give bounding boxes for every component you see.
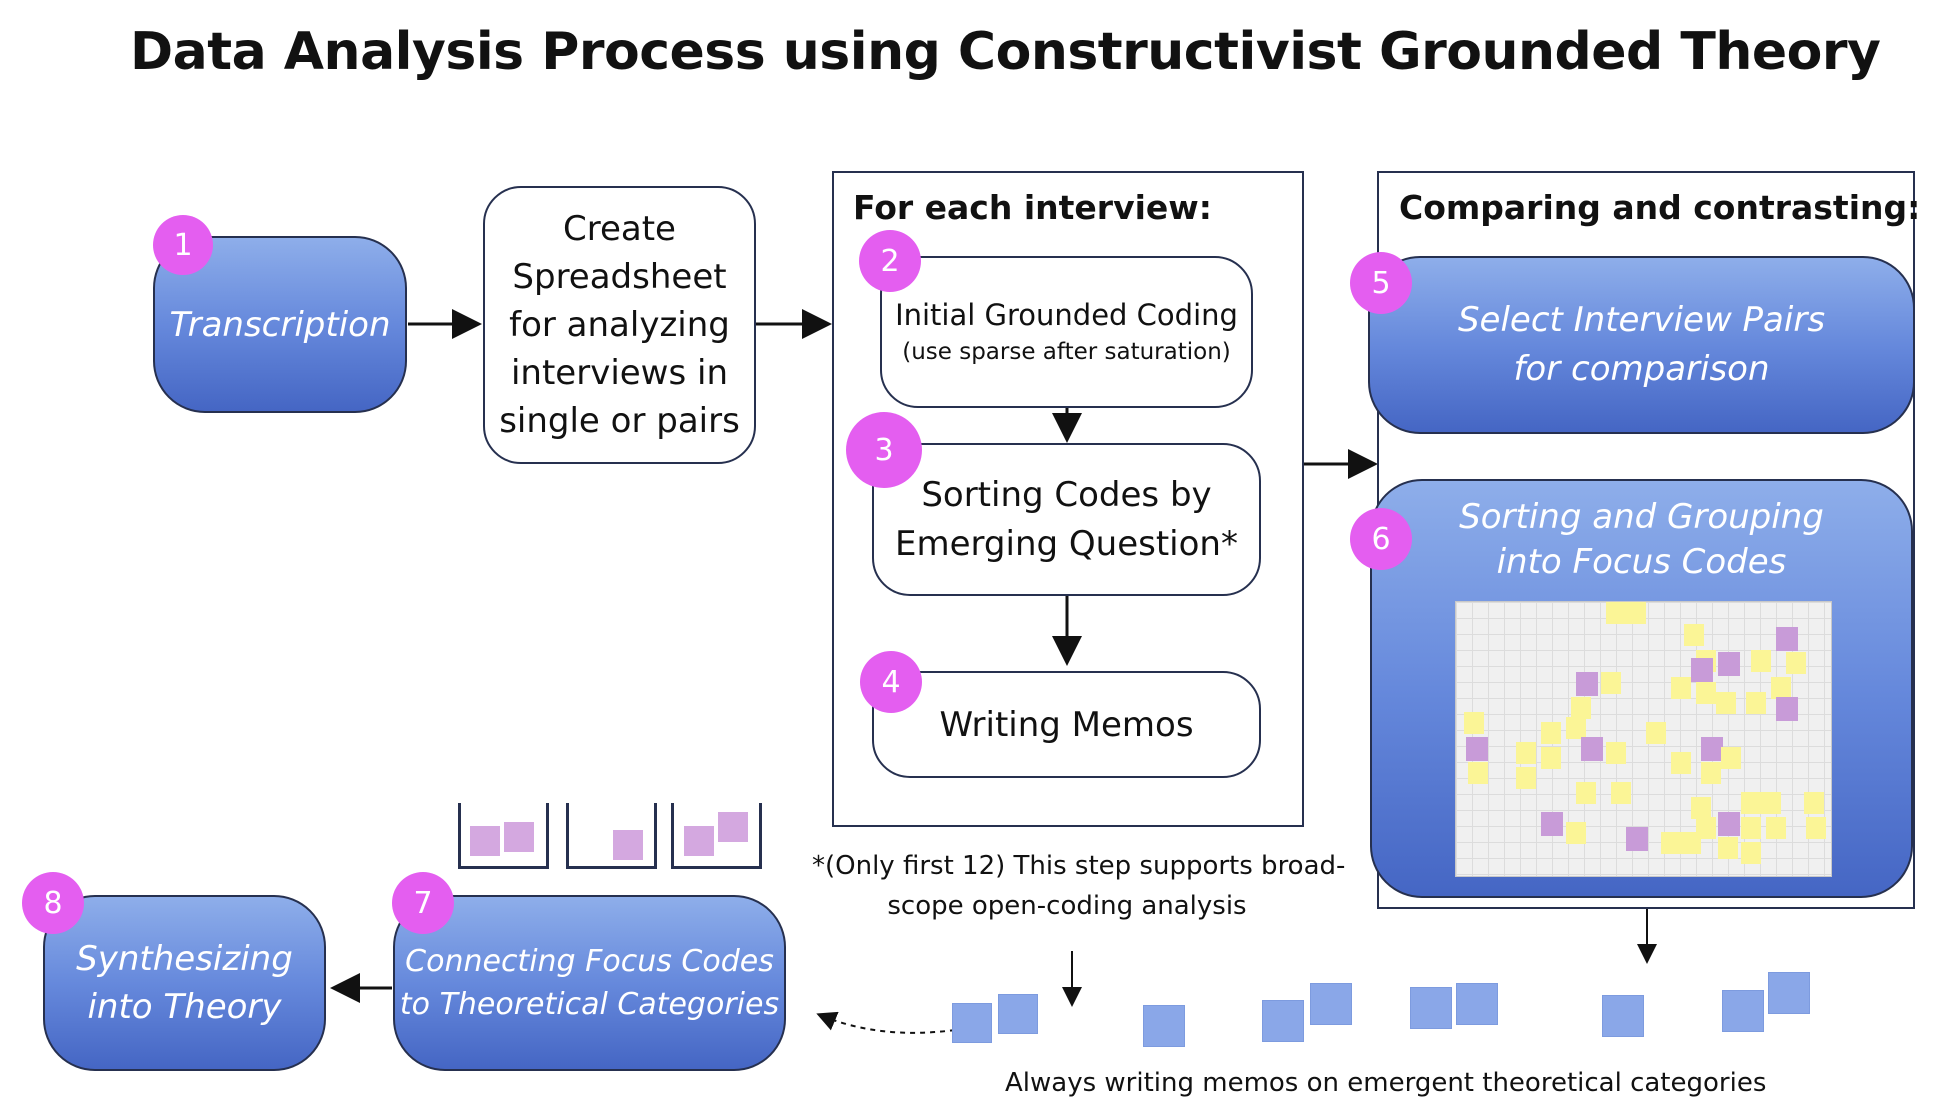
synthesizing-box: Synthesizing into Theory bbox=[43, 895, 326, 1071]
initial-coding-box: Initial Grounded Coding (use sparse afte… bbox=[880, 256, 1253, 408]
interview-frame-label: For each interview: bbox=[853, 188, 1212, 227]
select-pairs-line: Select Interview Pairs bbox=[1457, 300, 1826, 340]
select-pairs-line: for comparison bbox=[1513, 349, 1770, 389]
initial-coding-title: Initial Grounded Coding bbox=[895, 298, 1238, 332]
step-badge-2: 2 bbox=[859, 230, 921, 292]
select-pairs-box: Select Interview Pairs for comparison bbox=[1368, 256, 1915, 434]
transcription-label: Transcription bbox=[169, 304, 391, 345]
page-title: Data Analysis Process using Constructivi… bbox=[130, 22, 1881, 82]
step-badge-1: 1 bbox=[153, 215, 213, 275]
sorting-grouping-line: Sorting and Grouping bbox=[1459, 497, 1824, 537]
step-badge-4: 4 bbox=[860, 651, 922, 713]
category-bin bbox=[458, 803, 549, 869]
arrow-memos-to-connecting bbox=[816, 1011, 956, 1034]
memo-square bbox=[1602, 995, 1644, 1037]
category-bin bbox=[566, 803, 657, 869]
category-card bbox=[470, 826, 500, 856]
interview-frame bbox=[832, 171, 1304, 827]
category-bin bbox=[671, 803, 762, 869]
writing-memos-label: Writing Memos bbox=[939, 704, 1194, 745]
spreadsheet-box: Create Spreadsheet for analyzing intervi… bbox=[483, 186, 756, 464]
category-card bbox=[504, 822, 534, 852]
spreadsheet-line: Spreadsheet bbox=[512, 257, 727, 297]
connecting-line: to Theoretical Categories bbox=[399, 987, 780, 1022]
memo-square bbox=[1410, 987, 1452, 1029]
comparing-frame-label: Comparing and contrasting: bbox=[1399, 188, 1921, 227]
step-badge-8: 8 bbox=[22, 872, 84, 934]
sorting-codes-line: Emerging Question* bbox=[895, 523, 1238, 564]
synthesizing-line: Synthesizing bbox=[76, 939, 293, 979]
spreadsheet-line: Create bbox=[563, 209, 676, 249]
step-badge-5: 5 bbox=[1350, 252, 1412, 314]
memo-square bbox=[952, 1003, 992, 1043]
category-card bbox=[718, 812, 748, 842]
step-badge-7: 7 bbox=[392, 872, 454, 934]
spreadsheet-line: interviews in bbox=[510, 353, 729, 393]
spreadsheet-line: single or pairs bbox=[499, 401, 740, 441]
memo-square bbox=[1262, 1000, 1304, 1042]
sticky-note-board-image bbox=[1455, 601, 1832, 877]
connecting-line: Connecting Focus Codes bbox=[405, 944, 774, 979]
footnote: *(Only first 12) This step supports broa… bbox=[812, 846, 1346, 926]
memo-square bbox=[1143, 1005, 1185, 1047]
step-badge-3: 3 bbox=[846, 412, 922, 488]
memos-caption: Always writing memos on emergent theoret… bbox=[1005, 1068, 1767, 1098]
category-card bbox=[613, 830, 643, 860]
spreadsheet-line: for analyzing bbox=[509, 305, 730, 345]
memo-square bbox=[1456, 983, 1498, 1025]
memo-square bbox=[1310, 983, 1352, 1025]
category-card bbox=[684, 826, 714, 856]
footnote-line: scope open-coding analysis bbox=[887, 891, 1247, 921]
sorting-codes-line: Sorting Codes by bbox=[921, 474, 1212, 515]
step-badge-6: 6 bbox=[1350, 508, 1412, 570]
sorting-codes-box: Sorting Codes by Emerging Question* bbox=[872, 443, 1261, 596]
sorting-grouping-line: into Focus Codes bbox=[1496, 542, 1787, 582]
writing-memos-box: Writing Memos bbox=[872, 671, 1261, 778]
memo-square bbox=[1722, 990, 1764, 1032]
memo-square bbox=[1768, 972, 1810, 1014]
footnote-line: *(Only first 12) This step supports broa… bbox=[812, 851, 1346, 881]
memo-square bbox=[998, 994, 1038, 1034]
connecting-box: Connecting Focus Codes to Theoretical Ca… bbox=[393, 895, 786, 1071]
initial-coding-subtitle: (use sparse after saturation) bbox=[902, 339, 1231, 365]
synthesizing-line: into Theory bbox=[87, 987, 282, 1027]
